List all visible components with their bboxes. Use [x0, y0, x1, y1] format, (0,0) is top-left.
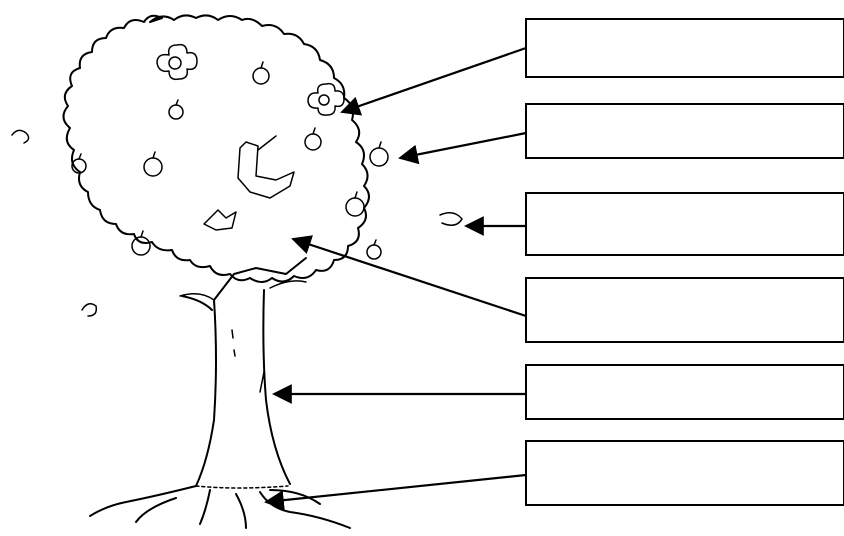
tree-roots	[89, 485, 351, 529]
label-box-fruit[interactable]	[525, 103, 844, 159]
inner-branch	[237, 141, 295, 199]
tree-canopy	[62, 14, 370, 283]
arrow-flower	[340, 46, 527, 116]
arrow-leaves	[291, 235, 527, 318]
label-box-branch-edge[interactable]	[525, 192, 844, 256]
tree-trunk	[181, 257, 307, 487]
label-box-flower[interactable]	[525, 18, 844, 78]
flower-icon	[156, 43, 198, 81]
arrow-fruit	[398, 131, 527, 165]
tree-illustration	[11, 14, 463, 529]
apple-icons	[71, 61, 389, 260]
label-box-roots[interactable]	[525, 440, 844, 506]
label-box-trunk[interactable]	[525, 364, 844, 420]
leaf-piece	[203, 209, 237, 231]
arrow-roots	[264, 473, 527, 511]
flower-icon	[307, 82, 345, 116]
label-box-leaves[interactable]	[525, 277, 844, 343]
label-boxes	[525, 18, 844, 506]
pointer-arrows	[264, 46, 527, 511]
